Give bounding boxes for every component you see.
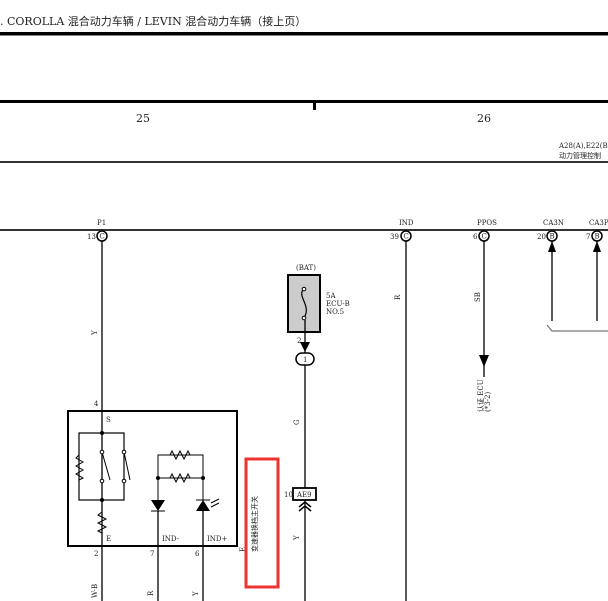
svg-text:CA3P: CA3P <box>589 219 608 227</box>
resistor-icon <box>96 511 108 534</box>
ppos-dest-1: 认证 ECU <box>476 379 485 412</box>
arrow-down-icon <box>479 355 489 367</box>
switch-ind-minus: IND- <box>162 535 180 543</box>
terminal-ppos: PPOS 6 C <box>473 219 497 242</box>
ae9-label: AE9 <box>296 491 312 499</box>
shield-line <box>546 324 608 332</box>
chevron-up-icon <box>298 501 312 508</box>
wire-color-ppos: SB <box>474 292 482 302</box>
svg-text:P1: P1 <box>97 219 106 227</box>
ecu-label-2: 动力管理控制 <box>559 151 601 160</box>
grid-col-26: 26 <box>477 112 491 125</box>
wire-color-pin6: Y <box>192 591 200 597</box>
led-icon <box>196 500 210 511</box>
junction-label: 1 <box>303 356 307 364</box>
switch-e-label: E <box>106 535 111 543</box>
arrow-up-icon <box>548 241 556 252</box>
shift-switch-box <box>67 410 238 547</box>
terminal-p1: P1 13 C <box>87 219 108 242</box>
svg-text:B: B <box>595 233 600 241</box>
grid-tick <box>313 100 316 110</box>
junction-connector <box>295 352 315 366</box>
svg-text:C: C <box>404 233 409 241</box>
fuse-rating: 5A <box>326 292 336 300</box>
fuse-source: (BAT) <box>296 264 316 272</box>
connector-arrow-icon <box>300 342 310 352</box>
switch-name: 变速器换档主开关 <box>250 496 259 552</box>
divider <box>0 161 608 163</box>
resistor-icon <box>74 454 85 481</box>
svg-text:PPOS: PPOS <box>477 219 497 227</box>
wire-color-pin7: R <box>147 590 155 596</box>
svg-text:7: 7 <box>586 233 590 241</box>
connector-ae9 <box>292 487 317 501</box>
ae9-pin: 10 <box>284 491 293 499</box>
grid-col-25: 25 <box>136 112 150 125</box>
svg-text:B: B <box>550 233 555 241</box>
svg-text:39: 39 <box>390 233 399 241</box>
svg-text:IND: IND <box>399 219 414 227</box>
switch-icon <box>101 451 111 481</box>
arrow-up-icon <box>593 241 601 252</box>
svg-text:13: 13 <box>87 233 96 241</box>
switch-pin-7: 7 <box>150 550 154 558</box>
resistor-icon <box>169 472 191 484</box>
switch-s-label: S <box>106 416 111 424</box>
fuse-name: ECU-B <box>326 300 350 308</box>
fuse-pin: 2 <box>297 337 301 345</box>
switch-pin-6: 6 <box>195 550 200 558</box>
wire-color-pin2: W-B <box>91 584 99 598</box>
switch-pin-4: 4 <box>94 400 99 408</box>
fuse-box <box>287 274 321 333</box>
ppos-dest-2: (*3-2) <box>484 391 492 412</box>
svg-text:C: C <box>100 233 105 241</box>
highlight-box <box>244 457 280 589</box>
svg-text:6: 6 <box>473 233 478 241</box>
page-title: . COROLLA 混合动力车辆 / LEVIN 混合动力车辆（接上页） <box>0 14 306 28</box>
terminal-ind: IND 39 C <box>390 219 414 242</box>
switch-ind-plus: IND+ <box>207 535 228 543</box>
header-divider <box>0 32 608 36</box>
ecu-bus-line <box>0 229 608 231</box>
svg-text:C: C <box>482 233 487 241</box>
switch-icon <box>123 451 131 481</box>
wire-color-ae9: Y <box>293 535 301 541</box>
switch-side-label: E <box>239 547 247 552</box>
wire-color-ind: R <box>394 294 402 300</box>
wire-color-fuse: G <box>293 419 301 425</box>
fuse-number: NO.5 <box>326 308 344 316</box>
svg-text:CA3N: CA3N <box>543 219 564 227</box>
svg-text:20: 20 <box>537 233 546 241</box>
diode-icon <box>151 500 165 511</box>
ecu-label-1: A28(A),E22(B) <box>558 142 608 150</box>
grid-divider <box>0 100 608 103</box>
resistor-icon <box>169 449 191 461</box>
switch-pin-2: 2 <box>94 550 98 558</box>
wire-color-p1: Y <box>91 330 99 336</box>
